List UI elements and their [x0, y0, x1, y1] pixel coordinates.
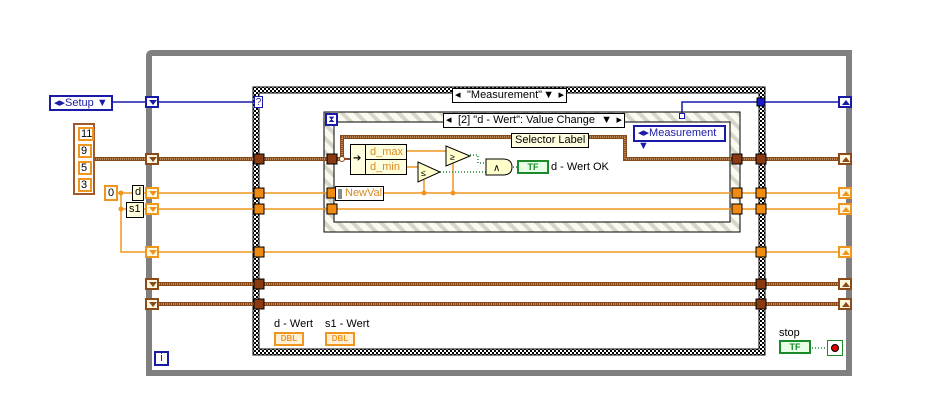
enum-arrows-icon: ◂▸ — [638, 127, 650, 139]
dropdown-arrow-icon[interactable]: ▼ — [543, 89, 554, 101]
d-wert-ok-label: d - Wert OK — [551, 161, 609, 173]
dropdown-arrow-icon: ▼ — [638, 140, 649, 152]
dbl-wires — [117, 150, 852, 253]
greater-or-equal-node[interactable] — [445, 145, 472, 167]
and-node[interactable] — [485, 158, 513, 176]
shift-register-left-4[interactable] — [145, 278, 159, 290]
next-case-arrow-icon[interactable]: ▸ — [558, 89, 564, 101]
zero-constant[interactable]: 0 — [104, 185, 118, 201]
s1-wert-label: s1 - Wert — [325, 318, 370, 330]
unbundle-field-d-min[interactable]: d_min — [365, 159, 407, 175]
array-constant[interactable]: 11 9 5 3 — [73, 123, 95, 195]
stop-sign-icon — [831, 344, 839, 352]
stop-button-control[interactable]: TF — [779, 340, 811, 354]
label-d: d — [132, 185, 145, 201]
event-selector-label[interactable]: ◂ [2] "d - Wert": Value Change ▼ ▸ — [443, 113, 625, 128]
enum-wire-measurement — [681, 101, 852, 115]
case-selector-terminal[interactable]: ? — [254, 96, 263, 108]
unbundle-field-d-max[interactable]: d_max — [365, 144, 407, 160]
prev-event-arrow-icon[interactable]: ◂ — [446, 114, 452, 126]
stop-label: stop — [779, 327, 800, 339]
next-event-arrow-icon[interactable]: ▸ — [616, 114, 622, 126]
enum-arrows-icon: ◂▸ — [54, 97, 66, 109]
shift-register-right-d[interactable] — [838, 187, 852, 199]
shift-register-left-3[interactable] — [145, 246, 159, 258]
shift-register-right-cluster[interactable] — [838, 153, 852, 165]
svg-text:≤: ≤ — [421, 168, 426, 178]
loop-condition-terminal[interactable] — [827, 340, 843, 356]
selector-label-tooltip: Selector Label — [511, 133, 590, 148]
hourglass-icon[interactable]: ⧗ — [325, 113, 338, 126]
dropdown-arrow-icon: ▼ — [96, 97, 108, 109]
unbundle-fields: d_max d_min — [365, 144, 407, 175]
s1-wert-indicator[interactable]: DBL — [325, 332, 355, 346]
measurement-enum-constant[interactable]: ◂▸Measurement ▼ — [633, 125, 726, 152]
while-loop-frame[interactable] — [146, 50, 852, 376]
label-s1: s1 — [126, 202, 144, 218]
newval-label: NewVal — [345, 187, 383, 199]
shift-register-left-s1[interactable] — [145, 203, 159, 215]
event-data-node[interactable]: NewVal — [335, 186, 384, 201]
iteration-terminal: i — [154, 351, 169, 366]
d-wert-indicator[interactable]: DBL — [274, 332, 304, 346]
shift-register-left-d[interactable] — [145, 187, 159, 199]
shift-register-right-s1[interactable] — [838, 203, 852, 215]
case-selector-label[interactable]: ◂ "Measurement" ▼ ▸ — [452, 88, 567, 103]
array-element[interactable]: 11 — [78, 127, 94, 141]
shift-register-right-4[interactable] — [838, 278, 852, 290]
shift-register-left-5[interactable] — [145, 298, 159, 310]
prev-case-arrow-icon[interactable]: ◂ — [455, 89, 461, 101]
enum-output-terminal — [679, 113, 685, 119]
shift-register-right-5[interactable] — [838, 298, 852, 310]
array-element[interactable]: 9 — [78, 144, 92, 158]
less-or-equal-node[interactable] — [417, 161, 442, 183]
unbundle-by-name-node[interactable]: ➔ — [350, 144, 366, 175]
event-data-handle — [338, 189, 342, 199]
arrow-right-icon: ➔ — [353, 153, 362, 164]
array-element[interactable]: 3 — [78, 178, 92, 192]
d-wert-label: d - Wert — [274, 318, 313, 330]
dropdown-arrow-icon[interactable]: ▼ — [601, 114, 612, 126]
setup-enum-constant[interactable]: ◂▸Setup ▼ — [49, 95, 113, 111]
shift-register-left-enum[interactable] — [145, 96, 159, 108]
svg-text:∧: ∧ — [493, 163, 500, 174]
d-wert-ok-indicator[interactable]: TF — [517, 160, 549, 174]
structure-tunnels — [253, 97, 767, 310]
svg-text:≥: ≥ — [450, 152, 455, 162]
array-element[interactable]: 5 — [78, 161, 92, 175]
shift-register-right-enum[interactable] — [838, 96, 852, 108]
shift-register-right-3[interactable] — [838, 246, 852, 258]
shift-register-left-cluster[interactable] — [145, 153, 159, 165]
